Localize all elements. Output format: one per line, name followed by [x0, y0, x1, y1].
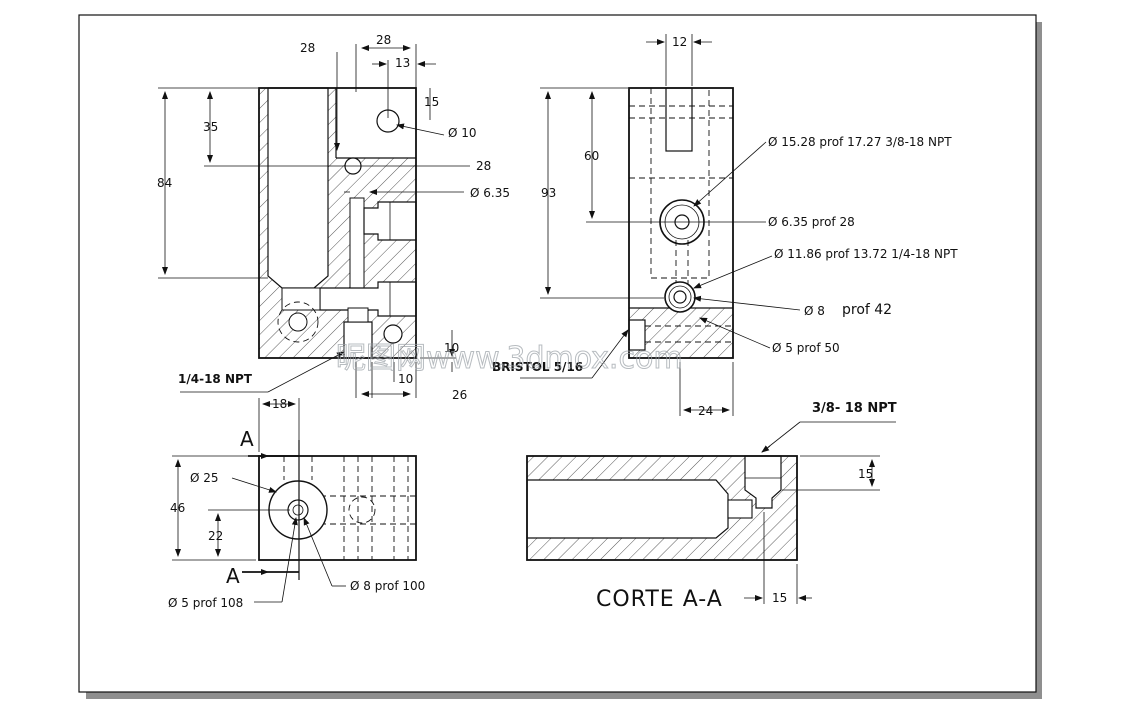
dims-top: [172, 398, 346, 603]
view-side: [628, 87, 734, 359]
dims-front: [158, 44, 470, 398]
rdia-1528: Ø 15.28 prof 17.27 3/8-18 NPT: [768, 135, 952, 149]
dim-10-v: 10: [444, 341, 459, 355]
corte-title: CORTE A-A: [596, 587, 723, 612]
bdim-18: 18: [272, 397, 287, 411]
rdia-8: Ø 8: [804, 304, 825, 318]
section-a-bottom: A: [226, 564, 241, 588]
dim-28-left: 28: [300, 41, 315, 55]
rdim-60: 60: [584, 149, 599, 163]
bdia-5: Ø 5 prof 108: [168, 596, 243, 610]
dim-28-right: 28: [376, 33, 391, 47]
watermark: 昵图网www.3dmox.com: [336, 341, 683, 376]
dims-section: [744, 421, 896, 604]
bdia-8: Ø 8 prof 100: [350, 579, 425, 593]
labels-top: A A 18 Ø 25 46 22 Ø 8 prof 100 Ø 5 prof …: [168, 397, 425, 610]
dim-15: 15: [424, 95, 439, 109]
dim-84: 84: [157, 176, 172, 190]
sdim-15-h: 15: [772, 591, 787, 605]
rdim-12: 12: [672, 35, 687, 49]
dim-28-mid: 28: [476, 159, 491, 173]
dims-side: [520, 34, 801, 416]
rdim-24: 24: [698, 404, 713, 418]
view-section-aa: [526, 455, 798, 561]
bdia-25: Ø 25: [190, 471, 219, 485]
dim-10-h: 10: [398, 372, 413, 386]
npt-38-label: 3/8- 18 NPT: [812, 401, 897, 416]
rdia-1186: Ø 11.86 prof 13.72 1/4-18 NPT: [774, 247, 958, 261]
rprof-42: prof 42: [842, 302, 892, 318]
dim-26: 26: [452, 388, 467, 402]
section-a-top: A: [240, 427, 255, 451]
rdia-635: Ø 6.35 prof 28: [768, 215, 855, 229]
dia-635-label: Ø 6.35: [470, 186, 510, 200]
rdim-93: 93: [541, 186, 556, 200]
npt-14-label: 1/4-18 NPT: [178, 372, 253, 386]
labels-section: 3/8- 18 NPT 15 15 CORTE A-A: [596, 401, 897, 612]
bdim-22: 22: [208, 529, 223, 543]
sheet-frame: [78, 14, 1037, 693]
dim-13: 13: [395, 56, 410, 70]
bdim-46: 46: [170, 501, 185, 515]
rdia-5: Ø 5 prof 50: [772, 341, 840, 355]
dim-35: 35: [203, 120, 218, 134]
view-front-section: [258, 87, 417, 359]
labels-side: 12 Ø 15.28 prof 17.27 3/8-18 NPT 60 93 Ø…: [492, 35, 958, 418]
dia-10-label: Ø 10: [448, 126, 477, 140]
view-top: [242, 440, 417, 580]
sdim-15-v: 15: [858, 467, 873, 481]
labels-front: 28 28 13 15 Ø 10 35 84 28 Ø 6.35 1/4-18 …: [157, 33, 510, 402]
bristol-label: BRISTOL 5/16: [492, 360, 583, 374]
